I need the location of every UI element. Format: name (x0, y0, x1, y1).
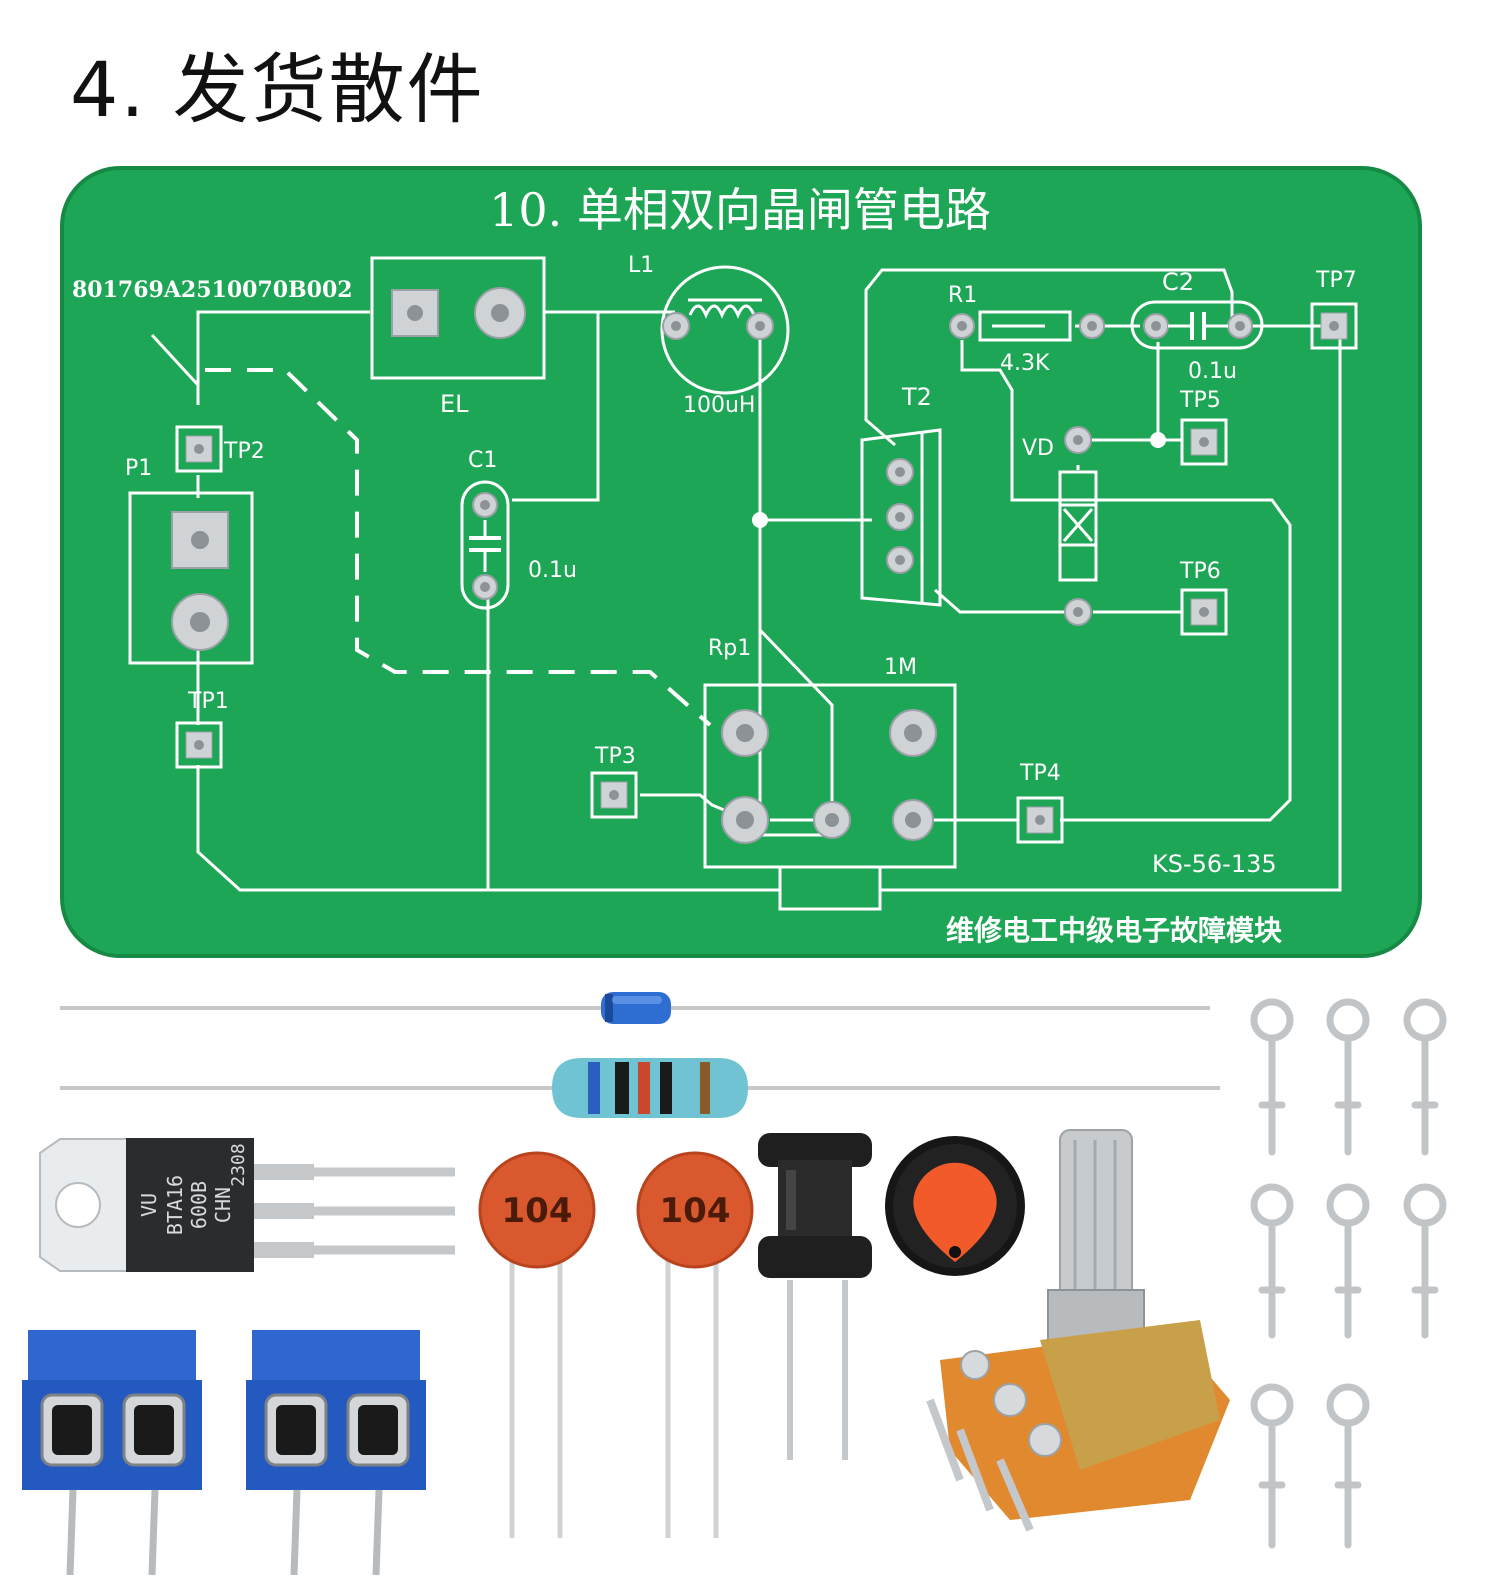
test-pin-1 (1250, 998, 1294, 1156)
label-tp5: TP5 (1179, 388, 1221, 413)
page-heading: 4. 发货散件 (70, 45, 485, 134)
label-r1: R1 (948, 283, 977, 308)
test-point-tp1 (175, 721, 223, 769)
pcb-serial-number: 801769A2510070B002 (72, 277, 353, 303)
triac-component: VU BTA16 600B CHN 2308 (39, 1138, 455, 1272)
label-c2-value: 0.1u (1188, 359, 1237, 384)
power-terminal-p1 (128, 491, 254, 665)
screw-terminal-2 (246, 1330, 426, 1576)
test-pin-hooks (1250, 998, 1447, 1549)
label-l1: L1 (628, 253, 654, 278)
test-pin-6 (1403, 1183, 1447, 1339)
screw-terminal-1 (22, 1330, 202, 1576)
label-c1: C1 (468, 448, 497, 473)
label-p1: P1 (125, 456, 152, 481)
triac-marking-line-2: BTA16 (163, 1175, 187, 1235)
pcb-model-number: KS-56-135 (1152, 850, 1277, 878)
capacitor-c1-footprint (460, 480, 510, 610)
test-point-tp3 (590, 771, 638, 819)
triac-marking-line-1: VU (137, 1193, 161, 1217)
label-el: EL (440, 390, 469, 418)
label-tp6: TP6 (1179, 559, 1221, 584)
triac-t2-footprint (860, 428, 942, 607)
pcb-board: 10. 单相双向晶闸管电路 801769A2510070B002 (60, 166, 1422, 958)
resistor-component (60, 1058, 1220, 1118)
test-point-tp5 (1180, 418, 1228, 466)
label-rp1-value: 1M (884, 655, 917, 680)
triac-marking-line-4: CHN (211, 1187, 235, 1223)
test-point-tp4 (1016, 796, 1064, 844)
capacitor-c2-footprint (1130, 300, 1264, 350)
test-point-tp7 (1310, 302, 1358, 350)
label-vd: VD (1022, 436, 1054, 461)
test-pin-8 (1326, 1383, 1370, 1549)
potentiometer-rp1-footprint (703, 683, 957, 911)
triac-marking-line-5: 2308 (228, 1143, 249, 1186)
test-point-tp6 (1180, 588, 1228, 636)
label-tp7: TP7 (1315, 268, 1357, 293)
ceramic-capacitor-1: 104 (478, 1151, 596, 1538)
inductor-l1-footprint (660, 265, 790, 395)
ceramic-capacitor-2: 104 (636, 1151, 754, 1538)
label-l1-value: 100uH (683, 393, 755, 418)
triac-marking-line-3: 600B (187, 1181, 211, 1229)
test-point-tp2 (175, 425, 223, 473)
pcb-module-name: 维修电工中级电子故障模块 (946, 914, 1282, 947)
diode-component (60, 992, 1210, 1024)
resistor-r1-footprint (949, 310, 1105, 342)
test-pin-7 (1250, 1383, 1294, 1549)
test-pin-5 (1326, 1183, 1370, 1339)
label-tp1: TP1 (187, 689, 229, 714)
potentiometer-knob (885, 1136, 1025, 1276)
pcb-substrate (62, 168, 1420, 956)
label-c2: C2 (1162, 268, 1194, 296)
inductor-component (758, 1133, 872, 1460)
label-rp1: Rp1 (708, 636, 751, 661)
capacitor-code-2: 104 (660, 1191, 731, 1231)
dashed-switch-link (205, 368, 712, 727)
test-pin-3 (1403, 998, 1447, 1156)
label-tp3: TP3 (594, 744, 636, 769)
test-pin-2 (1326, 998, 1370, 1156)
potentiometer-component (926, 1129, 1230, 1532)
label-r1-value: 4.3K (1000, 351, 1050, 376)
label-tp4: TP4 (1019, 761, 1061, 786)
label-tp2: TP2 (223, 439, 265, 464)
test-pin-4 (1250, 1183, 1294, 1339)
label-c1-value: 0.1u (528, 558, 577, 583)
diac-vd-footprint (1058, 426, 1098, 626)
pcb-title: 10. 单相双向晶闸管电路 (489, 183, 991, 237)
capacitor-code-1: 104 (502, 1191, 573, 1231)
lamp-terminal-el (370, 256, 546, 380)
label-t2: T2 (901, 383, 932, 411)
